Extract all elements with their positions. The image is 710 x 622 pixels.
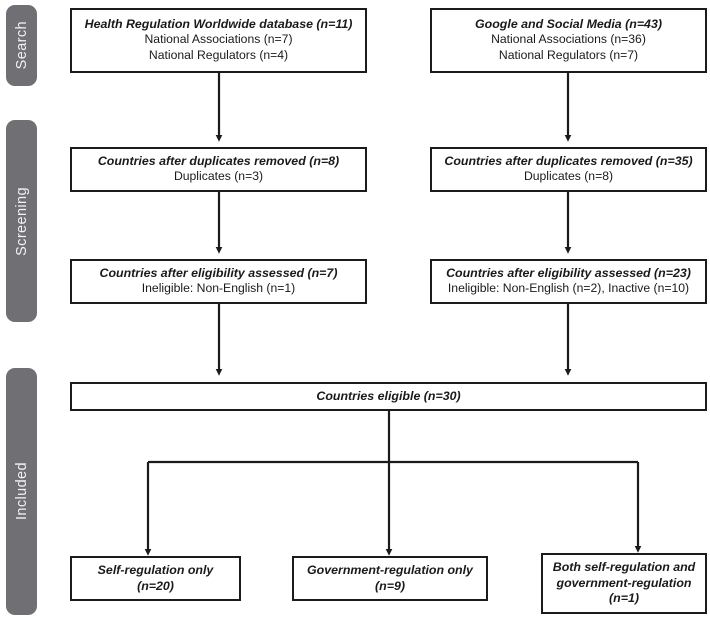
box-outcome-self-regulation-title: Self-regulation only — [97, 563, 214, 577]
box-eligibility-left: Countries after eligibility assessed (n=… — [70, 259, 367, 304]
stage-label-screening: Screening — [13, 186, 30, 256]
box-search-right-line-1: National Associations (n=36) — [491, 32, 646, 47]
box-outcome-both-regulation-title: Both self-regulation and government-regu… — [552, 560, 696, 590]
box-outcome-both-regulation: Both self-regulation and government-regu… — [541, 553, 707, 614]
stage-label-search: Search — [13, 21, 30, 70]
box-eligibility-right: Countries after eligibility assessed (n=… — [430, 259, 707, 304]
stage-pill-screening: Screening — [6, 120, 37, 322]
stage-label-included: Included — [13, 462, 30, 521]
box-outcome-government-regulation-title: Government-regulation only — [307, 563, 473, 577]
box-eligibility-right-title: Countries after eligibility assessed (n=… — [446, 265, 691, 280]
box-duplicates-left: Countries after duplicates removed (n=8)… — [70, 147, 367, 192]
box-outcome-government-regulation-count: (n=9) — [375, 578, 405, 593]
box-duplicates-left-title: Countries after duplicates removed (n=8) — [97, 153, 340, 168]
box-duplicates-right: Countries after duplicates removed (n=35… — [430, 147, 707, 192]
box-search-left-line-1: National Associations (n=7) — [144, 32, 293, 47]
box-eligible-total-title: Countries eligible (n=30) — [316, 388, 461, 403]
box-search-right: Google and Social Media (n=43) National … — [430, 8, 707, 73]
stage-pill-included: Included — [6, 368, 37, 615]
box-duplicates-left-line-1: Duplicates (n=3) — [173, 169, 264, 184]
box-outcome-self-regulation: Self-regulation only (n=20) — [70, 556, 241, 601]
box-duplicates-right-title: Countries after duplicates removed (n=35… — [444, 153, 693, 168]
box-outcome-both-regulation-count: (n=1) — [609, 591, 639, 606]
stage-pill-search: Search — [6, 5, 37, 86]
box-search-left-line-2: National Regulators (n=4) — [148, 48, 289, 63]
box-eligibility-left-title: Countries after eligibility assessed (n=… — [99, 265, 338, 280]
box-duplicates-right-line-1: Duplicates (n=8) — [523, 169, 614, 184]
box-search-left-title: Health Regulation Worldwide database (n=… — [84, 16, 353, 31]
box-eligibility-right-line-1: Ineligible: Non-English (n=2), Inactive … — [447, 281, 690, 296]
box-search-left: Health Regulation Worldwide database (n=… — [70, 8, 367, 73]
box-outcome-self-regulation-count: (n=20) — [137, 578, 174, 593]
box-eligible-total: Countries eligible (n=30) — [70, 382, 707, 411]
box-outcome-government-regulation: Government-regulation only (n=9) — [292, 556, 488, 601]
box-search-right-title: Google and Social Media (n=43) — [475, 16, 662, 31]
box-search-right-line-2: National Regulators (n=7) — [498, 48, 639, 63]
box-eligibility-left-line-1: Ineligible: Non-English (n=1) — [141, 281, 296, 296]
